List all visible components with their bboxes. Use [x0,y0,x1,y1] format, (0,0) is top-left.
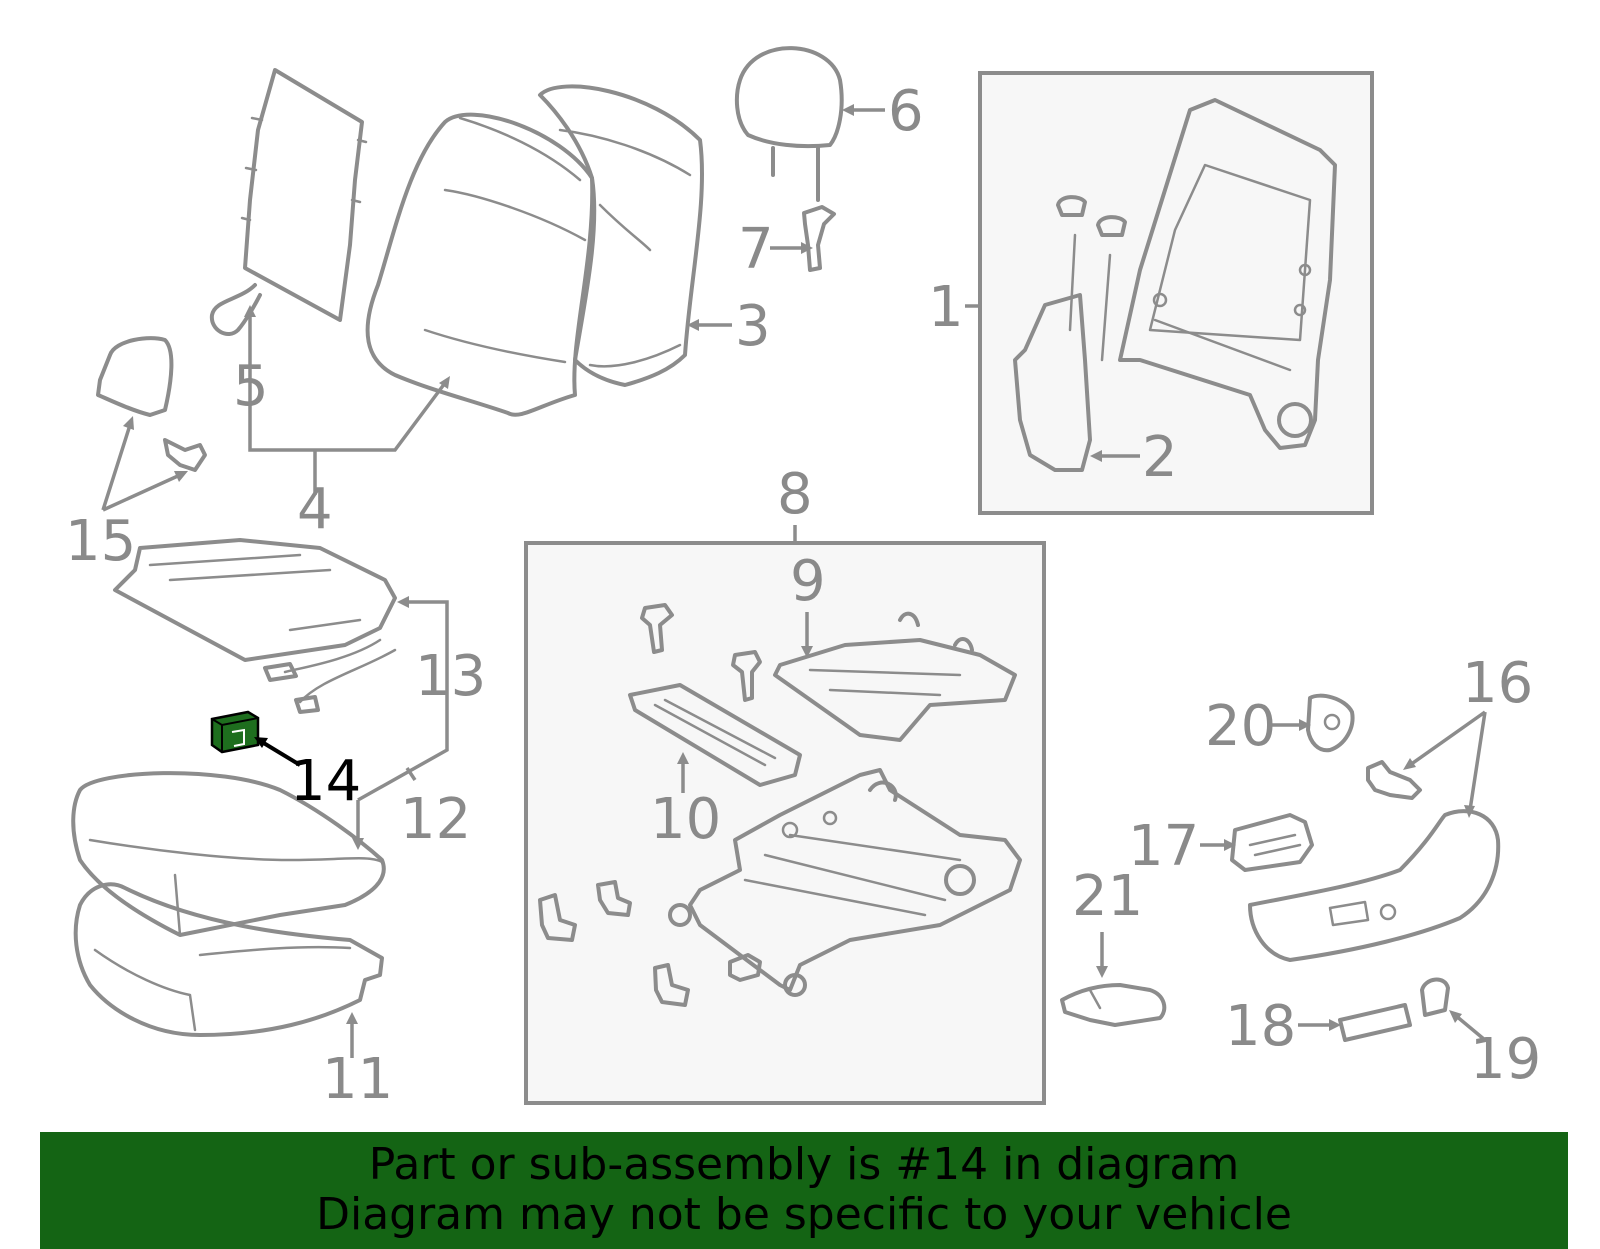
part-1-seatback-frame [1118,98,1337,450]
part-6-headrest [734,46,844,202]
callout-2: 2 [1142,425,1178,490]
callout-18: 18 [1225,994,1296,1059]
part-14-connector-highlighted [210,710,260,754]
part-12-seat-cushion [71,771,386,937]
part-21-bracket [1060,983,1167,1027]
part-10-rail-cover [628,683,802,787]
part-8-seat-track-assembly [668,768,1022,997]
banner-line-disclaimer: Diagram may not be specific to your vehi… [316,1189,1292,1240]
track-bolts [640,603,762,702]
part-20-knob [1306,693,1355,753]
callout-3: 3 [735,294,771,359]
callout-14: 14 [290,749,361,814]
callout-16: 16 [1462,651,1533,716]
callout-17: 17 [1128,814,1199,879]
callout-7: 7 [738,217,774,282]
callout-4: 4 [297,477,333,542]
part-4-seatback-cover [365,112,595,417]
callout-15: 15 [65,509,136,574]
callout-12: 12 [400,787,471,852]
callout-21: 21 [1072,864,1143,929]
callout-10: 10 [650,787,721,852]
part-13-seat-cushion-mat [113,538,397,714]
part-7-headrest-guide [802,205,836,272]
part-5-seatback-board [209,68,368,336]
leader-lines [101,104,1487,1058]
seat-track-group-box [524,541,1046,1105]
callout-8: 8 [777,462,813,527]
part-17-switch [1230,813,1314,872]
part-2-recliner-assembly [1013,195,1127,472]
part-15-bracket-and-screw [96,336,207,472]
callout-labels: 1 2 3 4 5 6 7 8 9 10 11 12 13 14 15 16 1… [65,79,1541,1112]
part-18-knob [1338,1003,1412,1042]
callout-6: 6 [888,79,924,144]
part-9-seat-pan [773,611,1017,742]
part-3-seatback-back-cover [538,84,704,387]
part-19-knob [1420,977,1450,1017]
part-16-screw [1366,760,1422,800]
track-clips [538,880,762,1007]
part-11-seat-cushion-cover [73,882,384,1037]
banner-line-part-number: Part or sub-assembly is #14 in diagram [368,1139,1240,1190]
info-banner: Part or sub-assembly is #14 in diagram D… [40,1132,1568,1249]
part-16-side-shield [1248,809,1501,962]
callout-5: 5 [233,354,269,419]
callout-20: 20 [1205,694,1276,759]
callout-9: 9 [790,549,826,614]
callout-19: 19 [1470,1027,1541,1092]
callout-13: 13 [415,644,486,709]
callout-1: 1 [928,275,964,340]
callout-11: 11 [322,1047,393,1112]
